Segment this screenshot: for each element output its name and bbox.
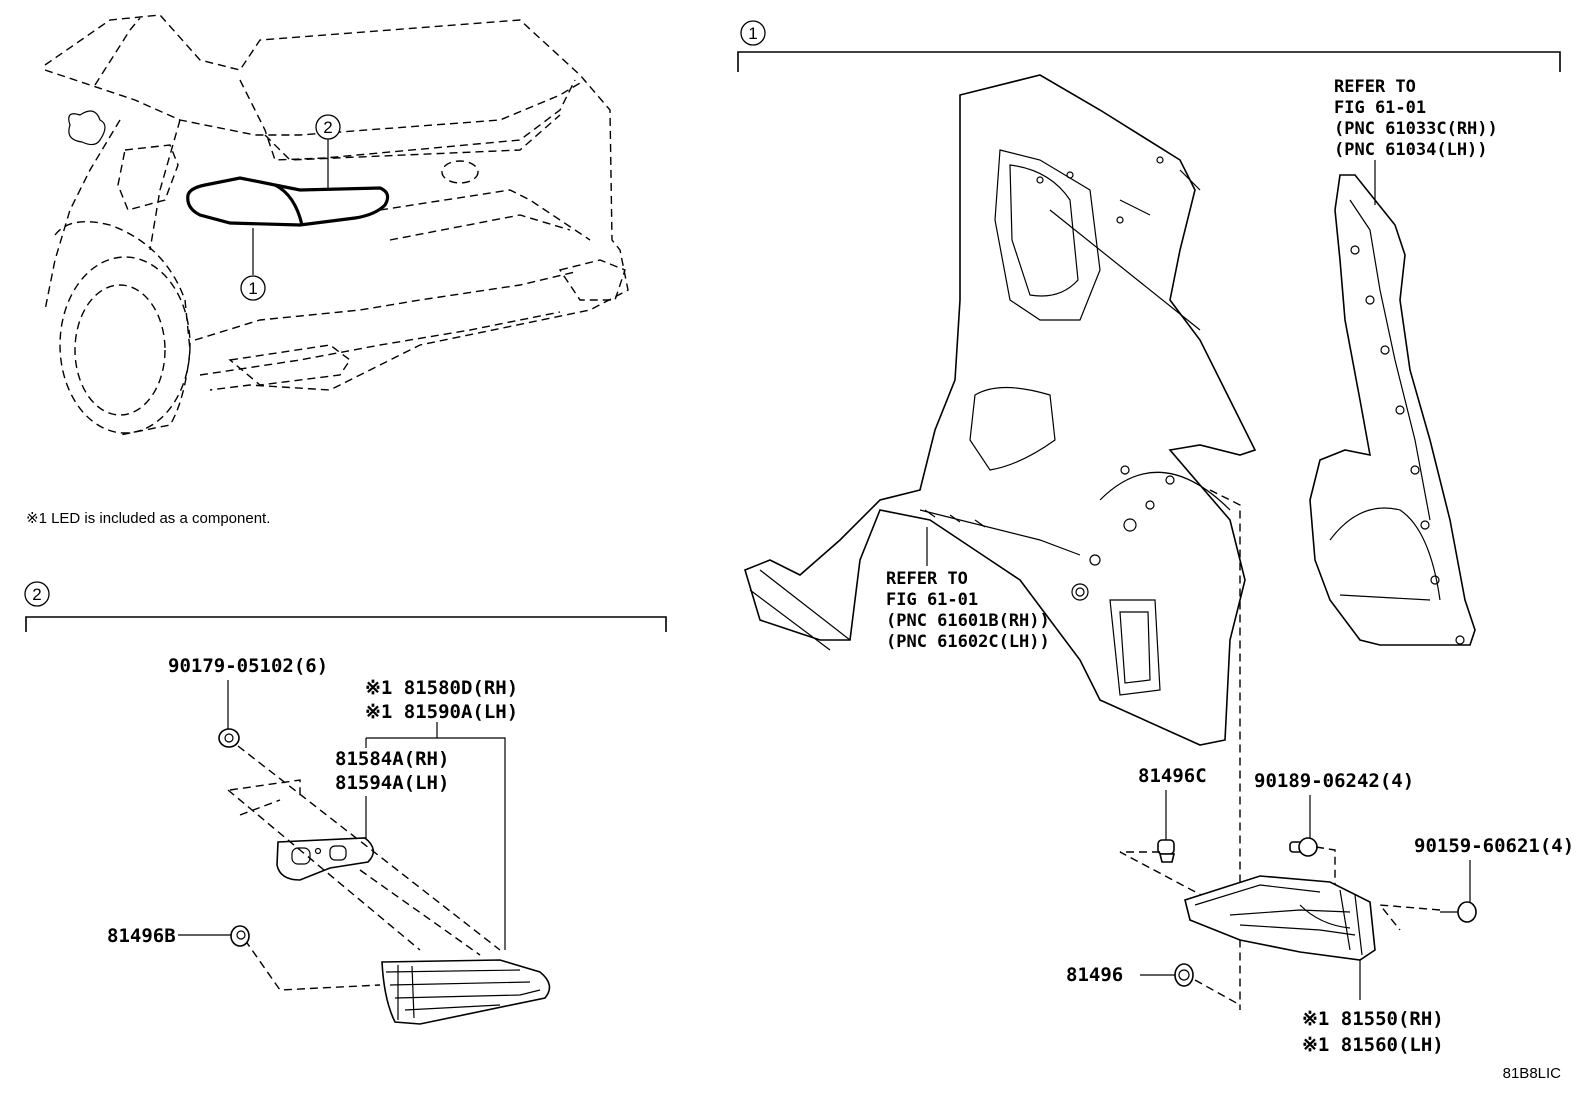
- clip-icon-81496: [1174, 963, 1194, 987]
- clip-icon-81496B: [230, 925, 250, 947]
- part-label-81580D: ※1 81580D(RH): [365, 677, 518, 699]
- section-2-header: 2: [24, 581, 667, 632]
- part-label-81560: ※1 81560(LH): [1302, 1034, 1444, 1056]
- inner-panel-illustration: [1309, 174, 1476, 646]
- section-2-number: 2: [32, 585, 41, 604]
- part-label-81496B: 81496B: [107, 925, 176, 947]
- refer-b-line-2: FIG 61-01: [886, 590, 978, 610]
- part-label-81584A: 81584A(RH): [335, 748, 449, 770]
- screw-icon: [218, 728, 240, 748]
- refer-a-line-3: (PNC 61033C(RH)): [1334, 119, 1498, 139]
- refer-a-line-4: (PNC 61034(LH)): [1334, 140, 1488, 160]
- vehicle-overview-illustration: [44, 14, 629, 436]
- refer-note-b: REFER TO FIG 61-01 (PNC 61601B(RH)) (PNC…: [886, 527, 1050, 652]
- gasket-icon: [276, 837, 375, 881]
- callout-1-overview: 1: [240, 275, 266, 301]
- section-1-number: 1: [748, 24, 757, 43]
- refer-a-line-2: FIG 61-01: [1334, 98, 1426, 118]
- part-label-81496C: 81496C: [1138, 765, 1207, 787]
- refer-a-line-1: REFER TO: [1334, 77, 1416, 97]
- part-label-81594A: 81594A(LH): [335, 772, 449, 794]
- outer-tail-lamp-icon: [1184, 875, 1376, 961]
- part-label-90179-05102: 90179-05102(6): [168, 655, 328, 677]
- part-label-90159-60621: 90159-60621(4): [1414, 835, 1574, 857]
- inner-tail-lamp-icon: [381, 959, 551, 1025]
- callout-2-overview: 2: [315, 114, 341, 140]
- diagram-code: 81B8LIC: [1503, 1065, 1562, 1082]
- clip-icon-81496C: [1157, 839, 1176, 863]
- part-label-90189-06242: 90189-06242(4): [1254, 770, 1414, 792]
- refer-note-a: REFER TO FIG 61-01 (PNC 61033C(RH)) (PNC…: [1334, 77, 1498, 205]
- refer-b-line-4: (PNC 61602C(LH)): [886, 632, 1050, 652]
- part-label-81590A: ※1 81590A(LH): [365, 701, 518, 723]
- screw-icon-right: [1440, 901, 1477, 923]
- section-1-header: 1: [737, 20, 1561, 72]
- part-label-81496: 81496: [1066, 964, 1123, 986]
- bolt-icon: [1289, 837, 1318, 857]
- refer-b-line-1: REFER TO: [886, 569, 968, 589]
- callout-1-label: 1: [248, 279, 257, 298]
- part-label-81550: ※1 81550(RH): [1302, 1008, 1444, 1030]
- callout-2-label: 2: [323, 118, 332, 137]
- quarter-panel-illustration: [744, 74, 1257, 746]
- refer-b-line-3: (PNC 61601B(RH)): [886, 611, 1050, 631]
- led-note: ※1 LED is included as a component.: [26, 510, 270, 527]
